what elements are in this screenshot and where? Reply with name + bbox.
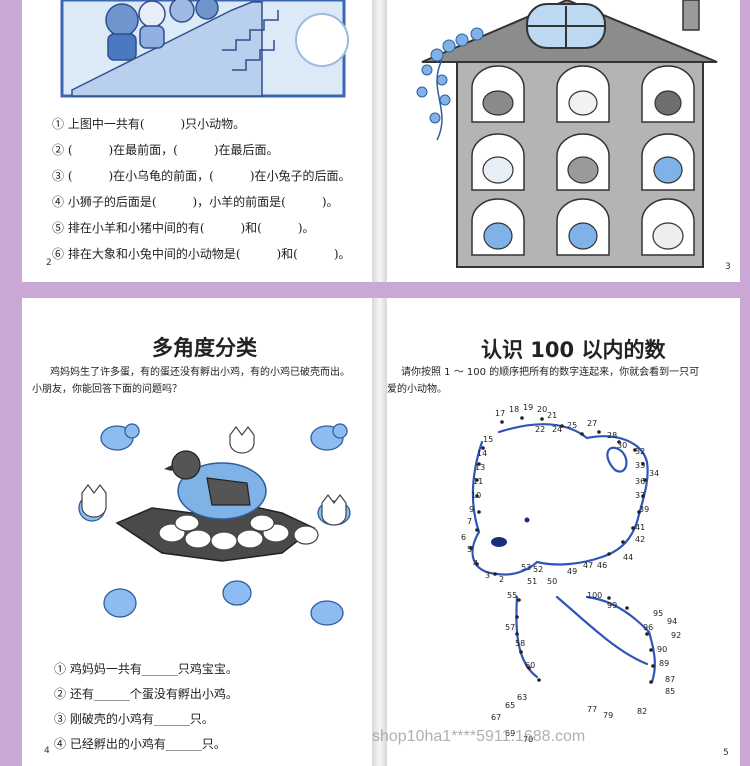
intro-line-1: 鸡妈妈生了许多蛋，有的蛋还没有孵出小鸡，有的小鸡已破壳而出。 — [50, 367, 350, 378]
question-1: ① 鸡妈妈一共有______只鸡宝宝。 — [54, 662, 238, 676]
animal-house-illustration — [416, 0, 718, 268]
svg-text:60: 60 — [525, 661, 535, 670]
svg-text:70: 70 — [523, 735, 533, 744]
svg-text:39: 39 — [639, 505, 649, 514]
svg-text:95: 95 — [653, 609, 663, 618]
question-2: ② ( )在最前面，( )在最后面。 — [52, 143, 279, 157]
svg-text:92: 92 — [671, 631, 681, 640]
svg-text:36: 36 — [635, 477, 645, 486]
svg-text:90: 90 — [657, 645, 667, 654]
page-4: 多角度分类 鸡妈妈生了许多蛋，有的蛋还没有孵出小鸡，有的小鸡已破壳而出。 小朋友… — [22, 298, 372, 766]
question-2: ② 还有______个蛋没有孵出小鸡。 — [54, 687, 238, 701]
svg-text:11: 11 — [473, 477, 483, 486]
animals-on-stairs-illustration — [60, 0, 349, 98]
page-title: 多角度分类 — [152, 336, 257, 360]
svg-text:44: 44 — [623, 553, 633, 562]
svg-text:37: 37 — [635, 491, 645, 500]
svg-text:13: 13 — [475, 463, 485, 472]
svg-text:99: 99 — [607, 601, 617, 610]
svg-text:3: 3 — [485, 571, 490, 580]
page-title: 认识 100 以内的数 — [481, 338, 666, 362]
svg-text:65: 65 — [505, 701, 515, 710]
svg-text:51: 51 — [527, 577, 537, 586]
svg-text:27: 27 — [587, 419, 597, 428]
svg-text:52: 52 — [533, 565, 543, 574]
svg-text:79: 79 — [603, 711, 613, 720]
svg-text:2: 2 — [499, 575, 504, 584]
svg-text:24: 24 — [552, 425, 562, 434]
svg-text:41: 41 — [635, 523, 645, 532]
svg-text:77: 77 — [587, 705, 597, 714]
question-3: ③ 刚破壳的小鸡有______只。 — [54, 712, 214, 726]
svg-text:22: 22 — [535, 425, 545, 434]
book-spread: ① 上图中一共有( )只小动物。 ② ( )在最前面，( )在最后面。 ③ ( … — [10, 0, 740, 766]
svg-text:87: 87 — [665, 675, 675, 684]
page-number: 5 — [723, 748, 729, 758]
svg-text:85: 85 — [665, 687, 675, 696]
question-5: ⑤ 排在小羊和小猪中间的有( )和( )。 — [52, 221, 315, 235]
svg-text:5: 5 — [467, 545, 472, 554]
intro-line-2: 小朋友，你能回答下面的问题吗？ — [32, 384, 182, 395]
svg-text:9: 9 — [469, 505, 474, 514]
page-2: ① 上图中一共有( )只小动物。 ② ( )在最前面，( )在最后面。 ③ ( … — [22, 0, 372, 282]
svg-text:58: 58 — [515, 639, 525, 648]
question-6: ⑥ 排在大象和小兔中间的小动物是( )和( )。 — [52, 247, 351, 261]
question-3: ③ ( )在小乌龟的前面，( )在小兔子的后面。 — [52, 169, 351, 183]
svg-text:32: 32 — [635, 447, 645, 456]
svg-text:57: 57 — [505, 623, 515, 632]
svg-text:82: 82 — [637, 707, 647, 716]
svg-text:30: 30 — [617, 441, 627, 450]
svg-text:55: 55 — [507, 591, 517, 600]
bottom-gutter — [372, 298, 387, 766]
svg-text:19: 19 — [523, 403, 533, 412]
svg-text:18: 18 — [509, 405, 519, 414]
watermark-text: shop10ha1****5911.1688.com — [372, 728, 586, 745]
svg-text:100: 100 — [587, 591, 602, 600]
svg-text:50: 50 — [547, 577, 557, 586]
svg-text:63: 63 — [517, 693, 527, 702]
svg-text:49: 49 — [567, 567, 577, 576]
svg-text:34: 34 — [649, 469, 659, 478]
page-number: 3 — [725, 262, 731, 272]
svg-text:53: 53 — [521, 563, 531, 572]
top-gutter — [372, 0, 387, 282]
svg-text:4: 4 — [473, 559, 478, 568]
svg-text:89: 89 — [659, 659, 669, 668]
intro-line-1: 请你按照 1 ～ 100 的顺序把所有的数字连起来，你就会看到一只可 — [401, 367, 700, 378]
svg-text:46: 46 — [597, 561, 607, 570]
svg-text:28: 28 — [607, 431, 617, 440]
page-5: 认识 100 以内的数 请你按照 1 ～ 100 的顺序把所有的数字连起来，你就… — [387, 298, 740, 766]
question-1: ① 上图中一共有( )只小动物。 — [52, 117, 246, 131]
svg-text:33: 33 — [635, 461, 645, 470]
svg-text:67: 67 — [491, 713, 501, 722]
intro-line-2: 爱的小动物。 — [387, 384, 447, 395]
page-number: 2 — [46, 258, 52, 268]
svg-text:7: 7 — [467, 517, 472, 526]
svg-text:6: 6 — [461, 533, 466, 542]
hen-and-chicks-illustration — [78, 423, 351, 626]
svg-text:17: 17 — [495, 409, 505, 418]
svg-text:14: 14 — [477, 449, 487, 458]
svg-text:15: 15 — [483, 435, 493, 444]
question-4: ④ 已经孵出的小鸡有______只。 — [54, 737, 226, 751]
page-3: 3 — [387, 0, 740, 282]
question-4: ④ 小狮子的后面是( )，小羊的前面是( )。 — [52, 195, 339, 209]
svg-text:42: 42 — [635, 535, 645, 544]
svg-text:20: 20 — [537, 405, 547, 414]
page-number: 4 — [44, 746, 50, 756]
svg-text:69: 69 — [505, 729, 515, 738]
svg-text:10: 10 — [471, 491, 481, 500]
svg-text:47: 47 — [583, 561, 593, 570]
svg-text:96: 96 — [643, 623, 653, 632]
svg-text:25: 25 — [567, 421, 577, 430]
svg-text:94: 94 — [667, 617, 677, 626]
svg-text:21: 21 — [547, 411, 557, 420]
